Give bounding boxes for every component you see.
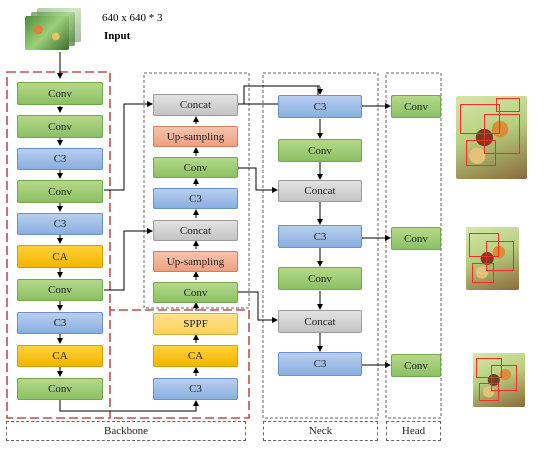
neck-conv-1: Conv: [278, 139, 362, 162]
middle-conv-1: Conv: [153, 157, 238, 178]
head-region: [385, 72, 442, 419]
neck-c3-2: C3: [278, 225, 362, 248]
middle-concat-1: Concat: [153, 94, 238, 116]
detection-result-image-large: [456, 96, 527, 179]
middle-ca: CA: [153, 345, 238, 367]
backbone-c3-2: C3: [17, 213, 103, 235]
middle-concat-2: Concat: [153, 220, 238, 241]
backbone-ca-1: CA: [17, 245, 103, 268]
backbone-conv-3: Conv: [17, 180, 103, 203]
middle-conv-2: Conv: [153, 282, 238, 303]
backbone-conv-5: Conv: [17, 378, 103, 400]
backbone-c3-3: C3: [17, 312, 103, 334]
middle-c3-1: C3: [153, 188, 238, 209]
neck-c3-1: C3: [278, 95, 362, 118]
detection-result-image-medium: [466, 227, 519, 290]
middle-upsampling-1: Up-sampling: [153, 126, 238, 147]
backbone-conv-2: Conv: [17, 115, 103, 138]
neck-c3-3: C3: [278, 352, 362, 376]
sppf-block: SPPF: [153, 313, 238, 335]
input-size-label: 640 x 640 * 3: [102, 12, 163, 24]
backbone-conv-1: Conv: [17, 82, 103, 105]
neck-label: Neck: [263, 421, 378, 441]
backbone-c3-1: C3: [17, 148, 103, 170]
backbone-lower-region: [109, 306, 250, 419]
neck-conv-2: Conv: [278, 267, 362, 290]
input-image: [25, 16, 69, 50]
neck-region: [262, 72, 379, 419]
neck-concat-2: Concat: [278, 310, 362, 333]
middle-c3-2: C3: [153, 378, 238, 400]
head-label: Head: [386, 421, 441, 441]
head-conv-2: Conv: [391, 227, 441, 250]
detection-result-image-small: [473, 353, 525, 407]
backbone-label: Backbone: [6, 421, 246, 441]
neck-concat-1: Concat: [278, 180, 362, 202]
backbone-conv-4: Conv: [17, 279, 103, 301]
input-label: Input: [104, 30, 131, 42]
middle-upsampling-2: Up-sampling: [153, 251, 238, 272]
backbone-region: [6, 71, 111, 419]
backbone-ca-2: CA: [17, 345, 103, 367]
head-conv-1: Conv: [391, 95, 441, 118]
head-conv-3: Conv: [391, 354, 441, 377]
